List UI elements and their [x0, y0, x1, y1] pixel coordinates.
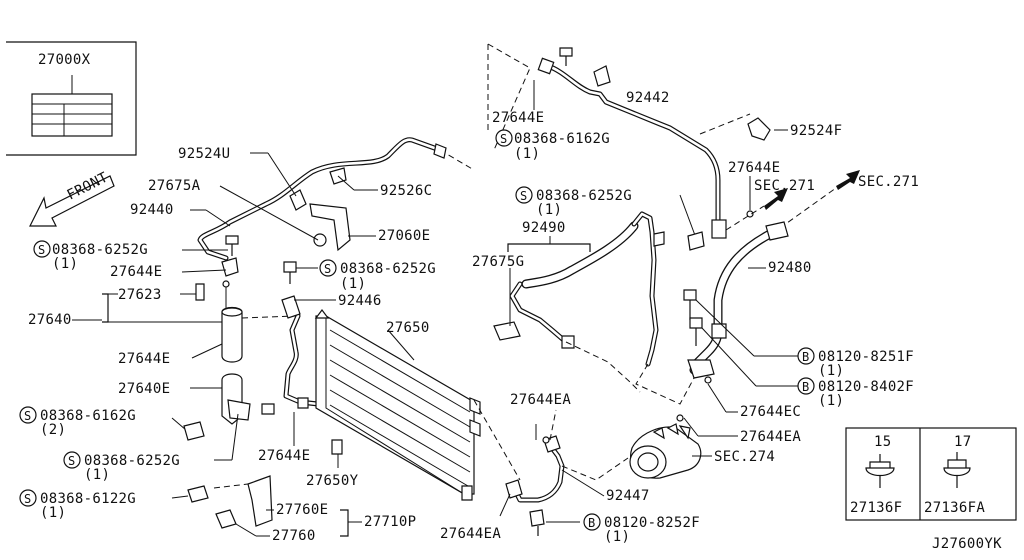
part-27640-label: 27640: [28, 312, 72, 328]
part-27650-label: 27650: [386, 320, 430, 336]
part-08368-6252g-left-qty: (1): [52, 256, 78, 272]
marker-s-mid: S: [324, 262, 331, 276]
sec271-arrows: 27644E SEC.271 SEC.271: [725, 160, 919, 231]
inset-17-number: 17: [954, 434, 971, 450]
part-08368-6252g-low-label: 08368-6252G: [84, 453, 180, 469]
clip-27136f-icon: [865, 454, 895, 488]
part-27644e-left2-label: 27644E: [118, 351, 170, 367]
part-08120-8402f-qty: (1): [818, 393, 844, 409]
part-92447-label: 92447: [606, 488, 650, 504]
marker-b-8252f: B: [588, 516, 595, 530]
front-direction-arrow: FRONT: [29, 169, 115, 227]
part-27644ea-bottom-label: 27644EA: [440, 526, 501, 542]
part-92490-label: 92490: [522, 220, 566, 236]
front-label: FRONT: [65, 169, 111, 203]
part-08120-8402f-label: 08120-8402F: [818, 379, 914, 395]
marker-s-top: S: [500, 132, 507, 146]
part-27675a-label: 27675A: [148, 178, 201, 194]
marker-s-right: S: [520, 189, 527, 203]
part-92524u-label: 92524U: [178, 146, 230, 162]
condenser-27650: 27650 27650Y: [306, 309, 481, 501]
part-27644e-low-label: 27644E: [258, 448, 310, 464]
diagram-code: J27600YK: [932, 536, 1002, 552]
part-92446-label: 92446: [338, 293, 382, 309]
bracket-27640e: 27640E: [118, 373, 251, 425]
sec271-b-label: SEC.271: [858, 174, 919, 190]
part-08120-8252f-label: 08120-8252F: [604, 515, 700, 531]
part-27644ea-r-label: 27644EA: [740, 429, 801, 445]
part-08368-6162g-low-label: 08368-6162G: [40, 408, 136, 424]
part-08120-8251f-label: 08120-8251F: [818, 349, 914, 365]
part-27136fa-label: 27136FA: [924, 500, 985, 516]
part-27650y-label: 27650Y: [306, 473, 359, 489]
part-92526c-label: 92526C: [380, 183, 432, 199]
part-27000x-label: 27000X: [38, 52, 91, 68]
sec274-label: SEC.274: [714, 449, 775, 465]
inset-15-number: 15: [874, 434, 891, 450]
part-27644e-top-label: 27644E: [492, 110, 544, 126]
pipe-92446-group: 92446: [261, 293, 382, 415]
part-27644e-r-label: 27644E: [728, 160, 780, 176]
label-27000x-box: 27000X: [6, 41, 137, 156]
part-08368-6252g-r-qty: (1): [536, 202, 562, 218]
part-08368-6162g-low-qty: (2): [40, 422, 66, 438]
clip-27136fa-icon: [943, 452, 971, 488]
marker-b-8402f: B: [802, 380, 809, 394]
part-08120-8252f-qty: (1): [604, 529, 630, 545]
left-fastener-callouts: S 08368-6252G (1) 27644E S 08368-6252G (…: [33, 240, 436, 292]
part-92480-label: 92480: [768, 260, 812, 276]
part-08368-6162g-top-label: 08368-6162G: [514, 131, 610, 147]
receiver-drier-27640: 27623 27640 27644E: [28, 280, 297, 367]
pipe-92447-group: 27644EA 92447 27644EA B 08120-8252F (1): [440, 392, 700, 545]
marker-b-8251f: B: [802, 350, 809, 364]
part-08368-6162g-top-qty: (1): [514, 146, 540, 162]
clip-inset-boxes: 15 17 27136F 27136FA: [845, 427, 1017, 521]
part-27710p-label: 27710P: [364, 514, 416, 530]
part-27644ea-mid-label: 27644EA: [510, 392, 571, 408]
part-27644ec-label: 27644EC: [740, 404, 801, 420]
pipe-92490-group: 92490 27675G S 08368-6252G (1): [472, 186, 705, 393]
part-27644e-left-label: 27644E: [110, 264, 162, 280]
part-08368-6122g-qty: (1): [40, 505, 66, 521]
sec271-a-label: SEC.271: [754, 178, 815, 194]
marker-s-6162g-low: S: [24, 409, 31, 423]
part-27060e-label: 27060E: [378, 228, 430, 244]
pipe-92442-group: 92442 92524F 27644E S 08368-6162G (1): [487, 43, 842, 239]
part-08120-8251f-qty: (1): [818, 363, 844, 379]
condenser-fins: [329, 329, 471, 487]
part-27623-label: 27623: [118, 287, 162, 303]
marker-s-left: S: [38, 243, 45, 257]
compressor-sec274: 27644EA SEC.274: [629, 414, 801, 479]
pipe-92440-group: 92524U 92526C 27675A 92440 27060E: [130, 137, 475, 277]
part-27675g-label: 27675G: [472, 254, 524, 270]
part-08368-6252g-low-qty: (1): [84, 467, 110, 483]
part-08368-6252g-mid-label: 08368-6252G: [340, 261, 436, 277]
part-92442-label: 92442: [626, 90, 670, 106]
marker-s-6252g-low: S: [68, 454, 75, 468]
part-08368-6252g-left-label: 08368-6252G: [52, 242, 148, 258]
part-92440-label: 92440: [130, 202, 174, 218]
part-08368-6252g-mid-qty: (1): [340, 276, 366, 292]
part-27760-label: 27760: [272, 528, 316, 544]
part-08368-6122g-label: 08368-6122G: [40, 491, 136, 507]
part-08368-6252g-r-label: 08368-6252G: [536, 188, 632, 204]
part-27136f-label: 27136F: [850, 500, 902, 516]
lower-left-fasteners: S 08368-6162G (2) S 08368-6252G (1) 2764…: [19, 406, 416, 544]
hose-92480-group: 92480 B 08120-8251F (1) B 08120-8402F (1…: [635, 221, 914, 420]
marker-s-6122g: S: [24, 492, 31, 506]
part-27760e-label: 27760E: [276, 502, 328, 518]
part-92524f-label: 92524F: [790, 123, 842, 139]
part-27640e-label: 27640E: [118, 381, 170, 397]
